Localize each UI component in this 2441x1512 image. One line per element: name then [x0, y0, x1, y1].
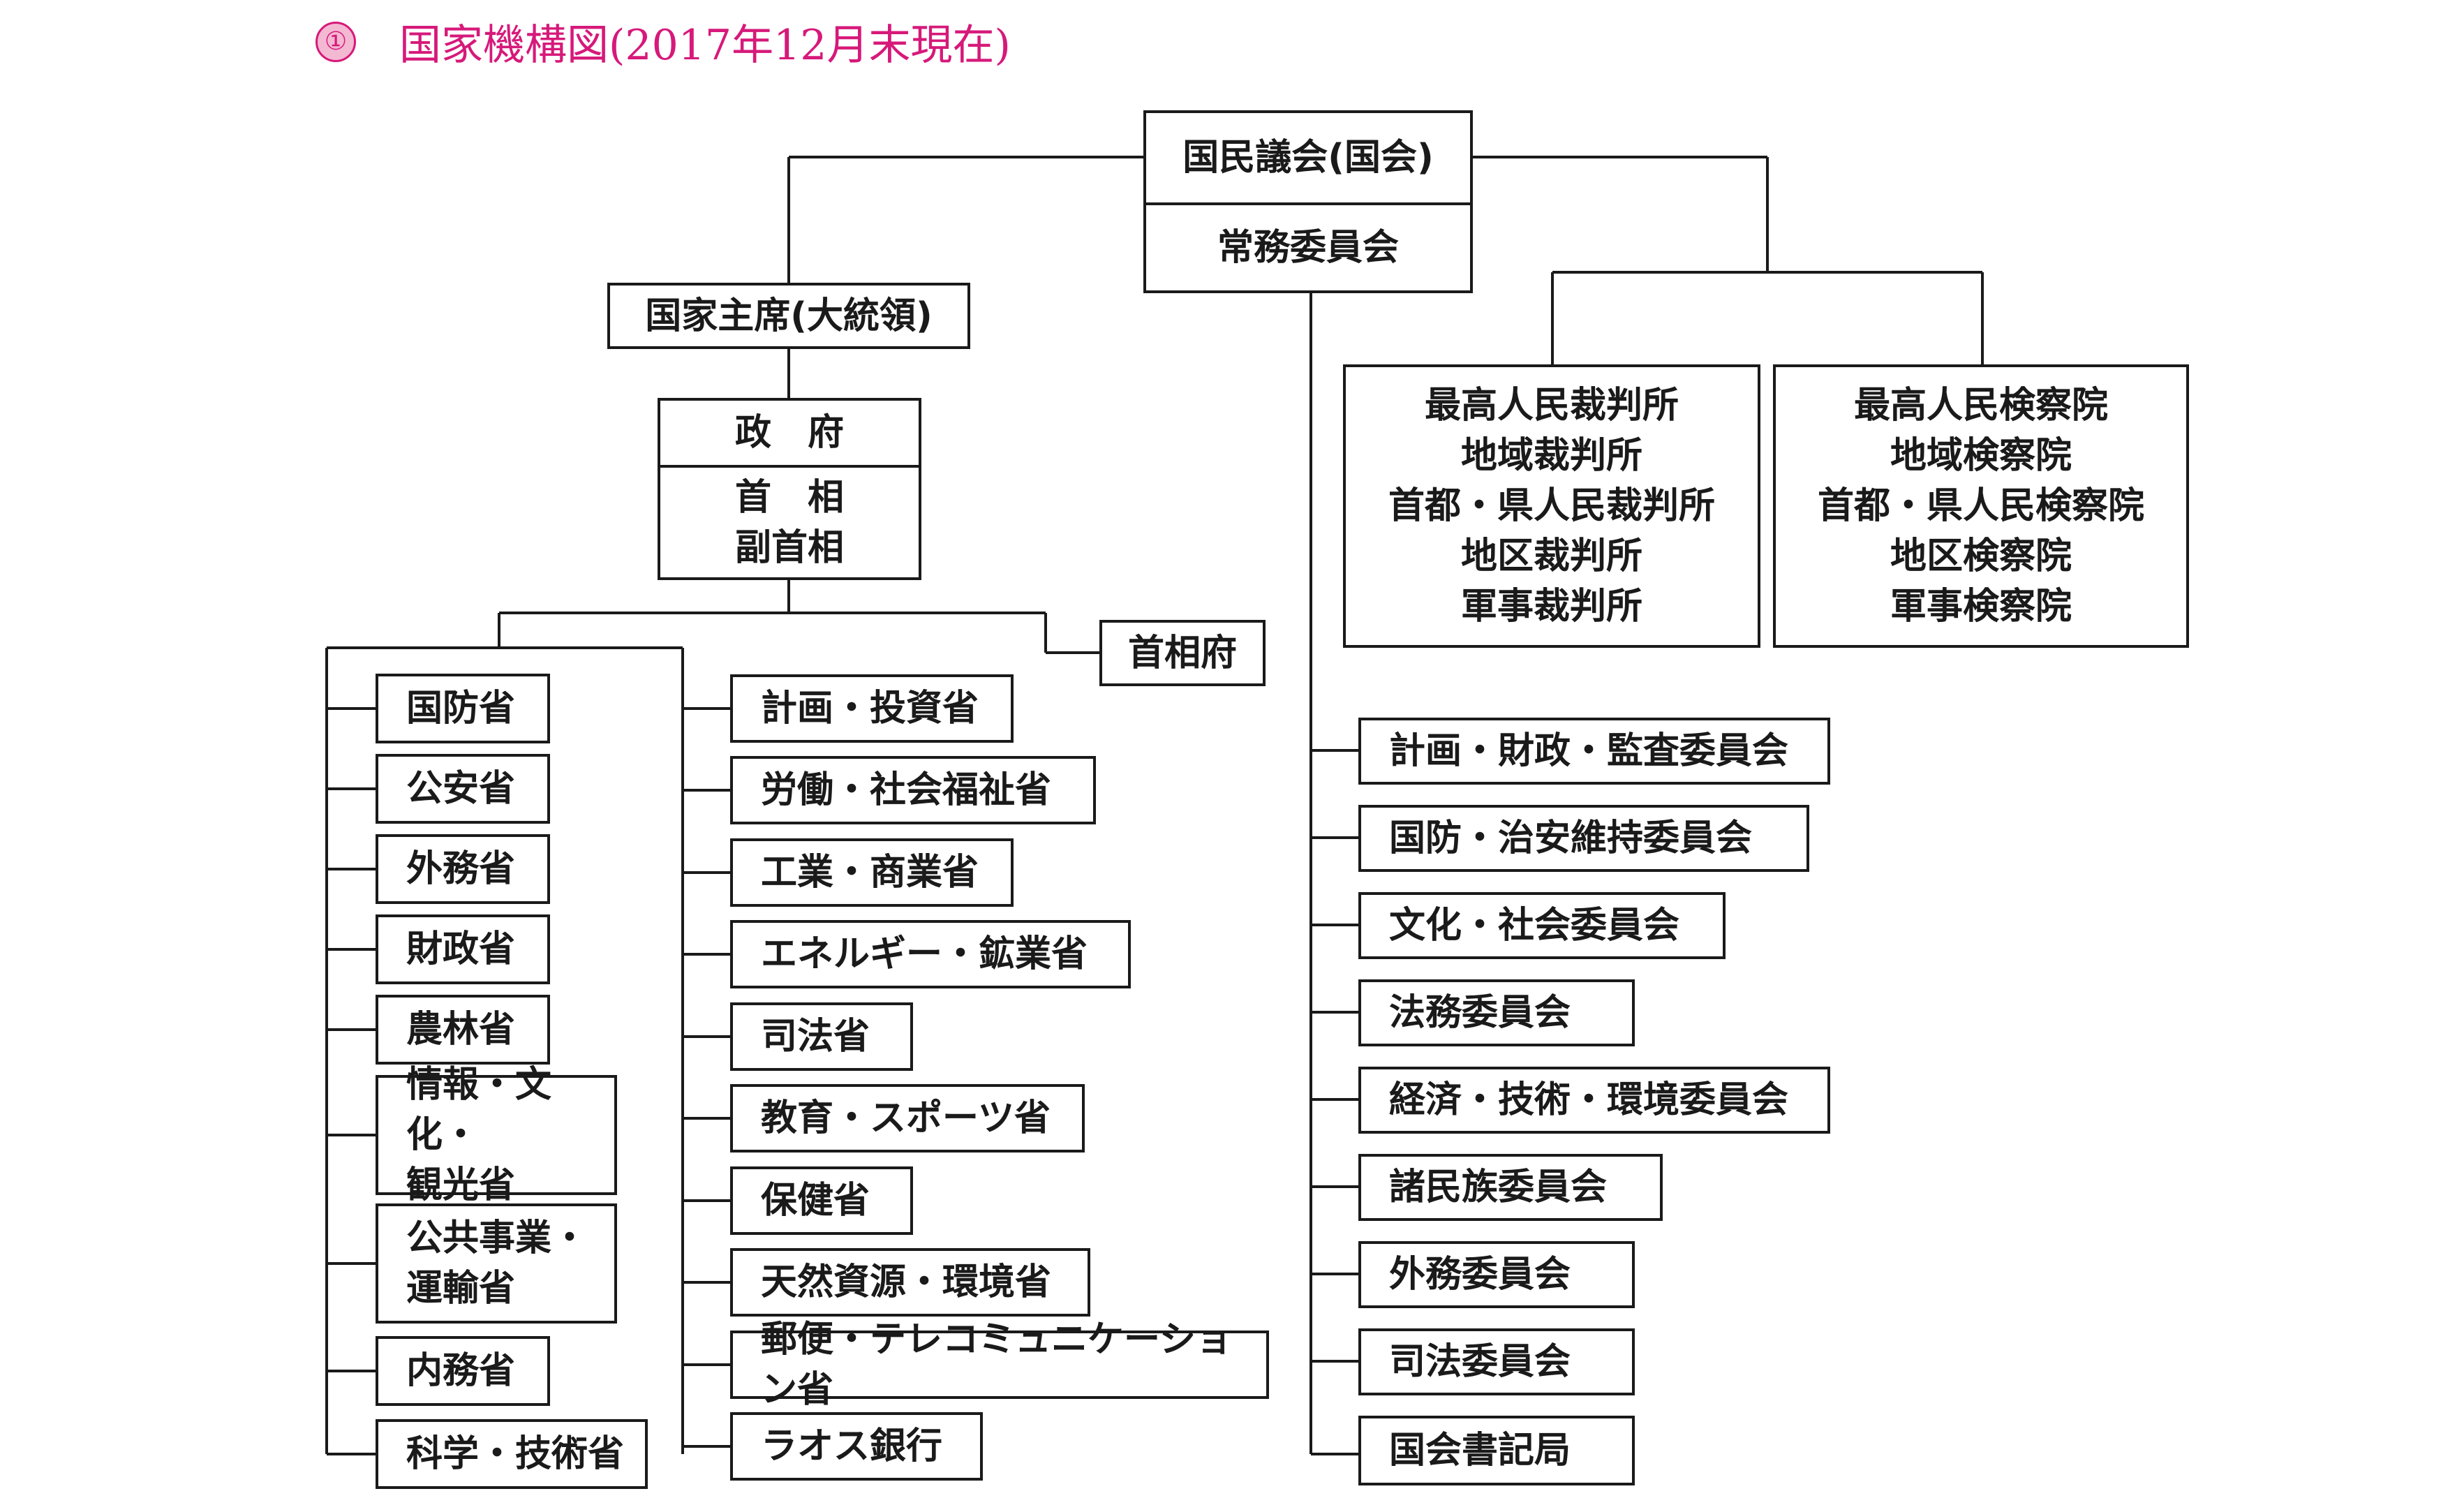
ministry-label-line1: 公共事業・ [406, 1217, 588, 1259]
president-label: 国家主席(大統領) [645, 295, 933, 337]
prosecutor-label: 軍事検察院 [1890, 586, 2072, 628]
ministry-label: 外務省 [406, 848, 516, 890]
pm-office-box: 首相府 [1099, 620, 1266, 686]
section-number-badge: ① [316, 21, 356, 62]
government-title: 政 府 [734, 412, 844, 454]
national-assembly-title: 国民議会(国会) [1182, 137, 1434, 179]
committee-label: 国防・治安維持委員会 [1389, 817, 1753, 859]
president-box: 国家主席(大統領) [607, 283, 970, 349]
diagram-title: 国家機構図(2017年12月末現在) [399, 21, 1011, 70]
ministry-label: 労働・社会福祉省 [761, 769, 1052, 811]
ministry-box: 科学・技術省 [376, 1419, 648, 1489]
diagram-heading: ① 国家機構図(2017年12月末現在) [316, 11, 1011, 72]
ministry-label: 教育・スポーツ省 [761, 1097, 1051, 1139]
court-label: 最高人民裁判所 [1424, 385, 1679, 427]
ministry-box: 内務省 [376, 1336, 550, 1406]
prosecutor-label: 地域検察院 [1890, 435, 2072, 477]
ministry-box: 司法省 [730, 1002, 913, 1071]
prosecutor-label: 地区検察院 [1890, 535, 2072, 577]
national-assembly-box: 国民議会(国会) 常務委員会 [1143, 110, 1473, 293]
ministry-box: 天然資源・環境省 [730, 1248, 1090, 1317]
ministry-box: 情報・文化・ 観光省 [376, 1064, 617, 1206]
standing-committee-label: 常務委員会 [1217, 227, 1399, 269]
ministry-box: 郵便・テレコミュニケーション省 [730, 1319, 1269, 1411]
ministry-box: 労働・社会福祉省 [730, 756, 1096, 824]
ministry-label: 郵便・テレコミュニケーション省 [761, 1319, 1232, 1411]
committee-box: 外務委員会 [1358, 1241, 1635, 1308]
ministry-box: 国防省 [376, 674, 550, 743]
ministry-box: 保健省 [730, 1166, 913, 1235]
court-label: 地域裁判所 [1460, 435, 1642, 477]
ministry-box: 財政省 [376, 914, 550, 984]
prime-minister-label: 首 相 [734, 476, 844, 519]
court-label: 軍事裁判所 [1460, 586, 1642, 628]
prosecutor-label: 最高人民検察院 [1853, 385, 2108, 427]
ministry-label-line2: 運輸省 [406, 1268, 516, 1310]
ministry-label: 保健省 [761, 1180, 870, 1222]
ministry-label: 工業・商業省 [761, 852, 979, 894]
court-label: 地区裁判所 [1460, 535, 1642, 577]
committee-box: 国防・治安維持委員会 [1358, 805, 1809, 872]
ministry-label: 天然資源・環境省 [761, 1261, 1052, 1303]
ministry-box: 外務省 [376, 834, 550, 904]
ministry-box: 計画・投資省 [730, 674, 1014, 743]
ministry-label: 財政省 [406, 928, 516, 970]
courts-box: 最高人民裁判所 地域裁判所 首都・県人民裁判所 地区裁判所 軍事裁判所 [1343, 364, 1760, 648]
ministry-box: エネルギー・鉱業省 [730, 920, 1131, 988]
committee-box: 国会書記局 [1358, 1416, 1635, 1485]
committee-box: 計画・財政・監査委員会 [1358, 718, 1830, 785]
ministry-label: 公安省 [406, 768, 516, 810]
committee-box: 経済・技術・環境委員会 [1358, 1067, 1830, 1134]
committee-label: 外務委員会 [1389, 1254, 1571, 1296]
ministry-label: 科学・技術省 [406, 1433, 625, 1475]
ministry-label-line1: 情報・文化・ [406, 1064, 552, 1156]
deputy-prime-minister-label: 副首相 [734, 526, 844, 569]
committee-box: 司法委員会 [1358, 1328, 1635, 1395]
ministry-box: ラオス銀行 [730, 1412, 983, 1481]
ministry-label: エネルギー・鉱業省 [761, 933, 1088, 975]
committee-label: 文化・社会委員会 [1389, 905, 1680, 947]
government-box: 政 府 首 相 副首相 [658, 398, 921, 580]
committee-label: 国会書記局 [1389, 1430, 1571, 1472]
ministry-box: 公安省 [376, 754, 550, 824]
ministry-label: 司法省 [761, 1016, 870, 1058]
court-label: 首都・県人民裁判所 [1388, 485, 1715, 527]
ministry-box: 公共事業・ 運輸省 [376, 1203, 617, 1324]
ministry-label-line2: 観光省 [406, 1164, 516, 1206]
committee-label: 司法委員会 [1389, 1341, 1571, 1383]
ministry-box: 農林省 [376, 995, 550, 1065]
ministry-label: 農林省 [406, 1009, 516, 1051]
ministry-label: ラオス銀行 [761, 1425, 943, 1467]
committee-box: 文化・社会委員会 [1358, 892, 1726, 959]
ministry-label: 内務省 [406, 1350, 516, 1392]
prosecutor-label: 首都・県人民検察院 [1817, 485, 2144, 527]
committee-label: 法務委員会 [1389, 992, 1571, 1034]
committee-label: 計画・財政・監査委員会 [1389, 730, 1789, 772]
pm-office-label: 首相府 [1127, 632, 1237, 674]
committee-label: 経済・技術・環境委員会 [1389, 1079, 1789, 1121]
ministry-label: 国防省 [406, 688, 516, 729]
ministry-box: 教育・スポーツ省 [730, 1084, 1085, 1152]
committee-box: 諸民族委員会 [1358, 1154, 1663, 1221]
committee-label: 諸民族委員会 [1389, 1166, 1608, 1208]
prosecutors-box: 最高人民検察院 地域検察院 首都・県人民検察院 地区検察院 軍事検察院 [1773, 364, 2189, 648]
committee-box: 法務委員会 [1358, 979, 1635, 1046]
ministry-box: 工業・商業省 [730, 838, 1014, 907]
ministry-label: 計画・投資省 [761, 688, 979, 729]
